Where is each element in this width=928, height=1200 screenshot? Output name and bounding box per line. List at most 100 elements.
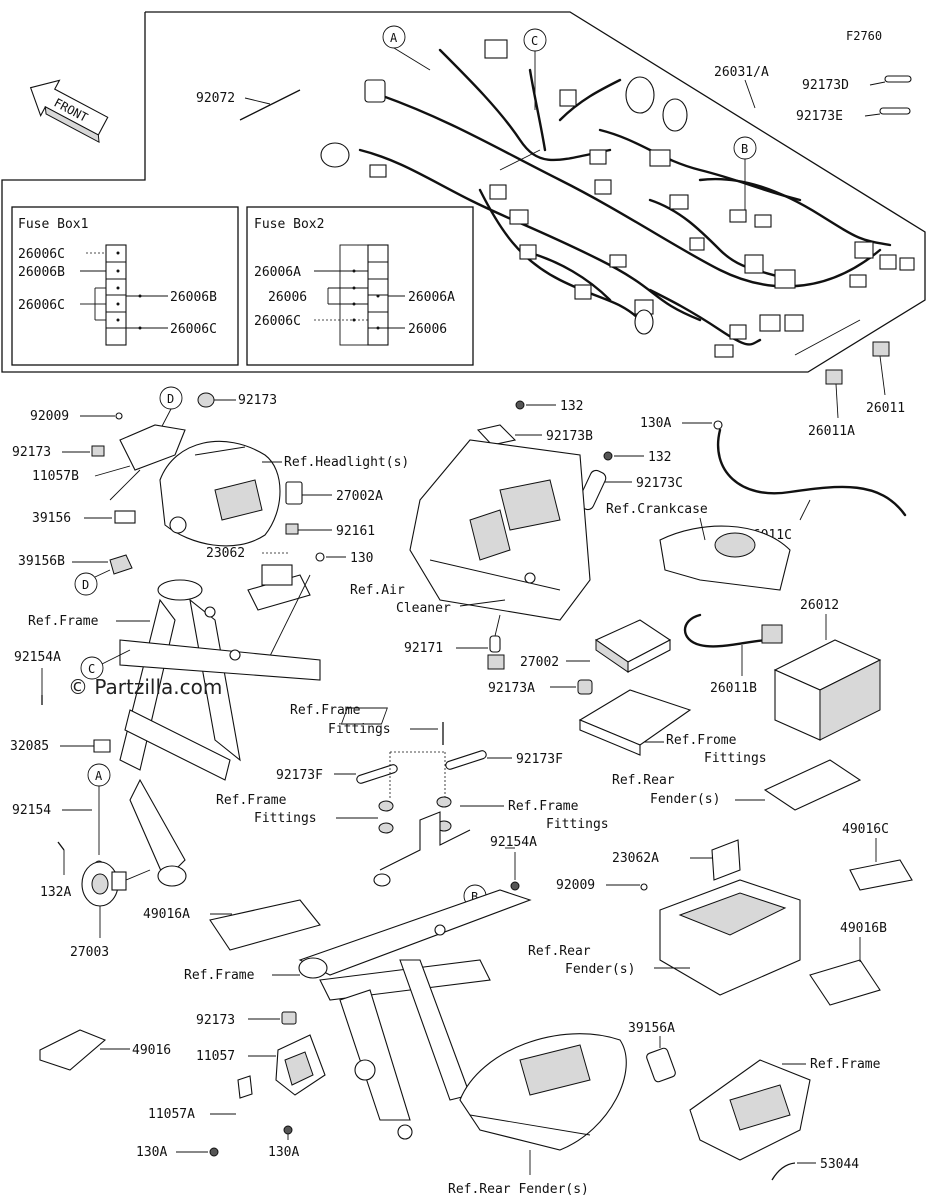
label-26012: 26012 [800, 598, 839, 613]
diagram-id: F2760 [846, 29, 882, 43]
label-23062a: 23062A [612, 851, 659, 866]
battery-icon [773, 639, 882, 741]
bracket-icon [373, 811, 471, 887]
bolt-icon [510, 881, 520, 891]
label-32085: 32085 [10, 739, 49, 754]
label-92154: 92154 [12, 803, 51, 818]
callout-d-left: D [74, 572, 98, 596]
svg-text:A: A [390, 31, 398, 45]
svg-text:B: B [741, 142, 748, 156]
label-27002a: 27002A [336, 489, 383, 504]
label-11057b: 11057B [32, 469, 79, 484]
strap-icon [445, 750, 487, 770]
fuse-box2-left-1: 26006 [268, 290, 307, 305]
bracket-icon [711, 839, 741, 881]
clamp-icon [884, 75, 912, 83]
fuse-box1-title: Fuse Box1 [18, 217, 88, 232]
label-92072: 92072 [196, 91, 235, 106]
ecu-tray-icon [340, 689, 692, 756]
label-92173f-1: 92173F [276, 768, 323, 783]
label-49016a: 49016A [143, 907, 190, 922]
pad-icon [109, 554, 133, 575]
pad-icon [39, 1029, 107, 1071]
pad-icon [209, 899, 321, 951]
label-26011b: 26011B [710, 681, 757, 696]
bolt-icon [57, 841, 65, 851]
relay-bracket-icon [261, 564, 293, 586]
main-harness-icon [320, 39, 915, 358]
label-92154a: 92154A [14, 650, 61, 665]
pad-icon [809, 959, 881, 1006]
label-92161: 92161 [336, 524, 375, 539]
label-92173d: 92173D [802, 78, 849, 93]
label-92154a-2: 92154A [490, 835, 537, 850]
fuse-box2-panel [246, 206, 474, 366]
ref-frame-1: Ref.Frame [28, 614, 99, 629]
pad-icon [763, 759, 862, 811]
label-92009-b: 92009 [556, 878, 595, 893]
ref-air-1: Ref.Air [350, 583, 405, 598]
label-132-a: 132 [560, 399, 583, 414]
ref-frame-3: Ref.Frame [810, 1057, 881, 1072]
label-49016b: 49016B [840, 921, 887, 936]
bracket-icon [646, 1047, 676, 1083]
headlight-housing-icon [159, 440, 281, 547]
fuse-box1-right-1: 26006C [170, 322, 217, 337]
horn-icon [81, 861, 127, 907]
ref-frame-fittings-3a: Ref.Frame [508, 799, 579, 814]
callout-c-left: C [80, 656, 104, 680]
fuse-box1-icon [80, 244, 168, 346]
label-92173a: 92173A [488, 681, 535, 696]
label-39156: 39156 [32, 511, 71, 526]
harness-group-outline [1, 11, 926, 373]
ref-rear-fender-1a: Ref.Rear [612, 773, 675, 788]
rear-subframe-icon [689, 1059, 811, 1161]
label-92173-a: 92173 [238, 393, 277, 408]
fuse-box2-right-1: 26006 [408, 322, 447, 337]
label-26011: 26011 [866, 401, 905, 416]
rubber-icon [577, 679, 593, 695]
bolt-icon [713, 420, 723, 430]
connector-icon [487, 654, 505, 670]
fuse-box2-right-0: 26006A [408, 290, 455, 305]
clamp-icon [489, 635, 501, 653]
battery-cable-icon [717, 428, 907, 517]
ref-frame-fittings-1b: Fittings [328, 722, 391, 737]
screw-icon [115, 412, 123, 420]
ref-frame-fittings-1a: Ref.Frame [290, 703, 361, 718]
clamp-icon [91, 445, 105, 457]
fuse-box1-left-1: 26006B [18, 265, 65, 280]
label-130a-1: 130A [640, 416, 671, 431]
ref-frame-2: Ref.Frame [184, 968, 255, 983]
ref-air-2: Cleaner [396, 601, 451, 616]
fuse-box2-icon [314, 244, 405, 346]
callout-b-top: B [733, 136, 757, 160]
label-53044: 53044 [820, 1157, 859, 1172]
ref-crankcase: Ref.Crankcase [606, 502, 708, 517]
front-frame-icon [119, 579, 321, 887]
ref-frame-fittings-2a: Ref.Frame [216, 793, 287, 808]
fuse-box1-right-0: 26006B [170, 290, 217, 305]
screw-icon [640, 883, 648, 891]
nut-icon [315, 552, 325, 562]
strap-icon [356, 764, 398, 784]
svg-text:B: B [471, 890, 478, 904]
clamp-icon [281, 1011, 297, 1025]
label-132-b: 132 [648, 450, 671, 465]
ref-frome-fittings-2: Fittings [704, 751, 767, 766]
tie-icon [771, 1162, 796, 1181]
label-11057: 11057 [196, 1049, 235, 1064]
fuse-box1-left-2: 26006C [18, 298, 65, 313]
connector-icon [872, 341, 890, 357]
callout-d-top: D [159, 386, 183, 410]
label-92173b: 92173B [546, 429, 593, 444]
ref-frome-fittings-1: Ref.Frome [666, 733, 737, 748]
ref-frame-fittings-3b: Fittings [546, 817, 609, 832]
grommet-icon [378, 796, 452, 834]
callout-a-top: A [382, 25, 406, 49]
label-27003: 27003 [70, 945, 109, 960]
label-23062: 23062 [206, 546, 245, 561]
ref-frame-fittings-2b: Fittings [254, 811, 317, 826]
